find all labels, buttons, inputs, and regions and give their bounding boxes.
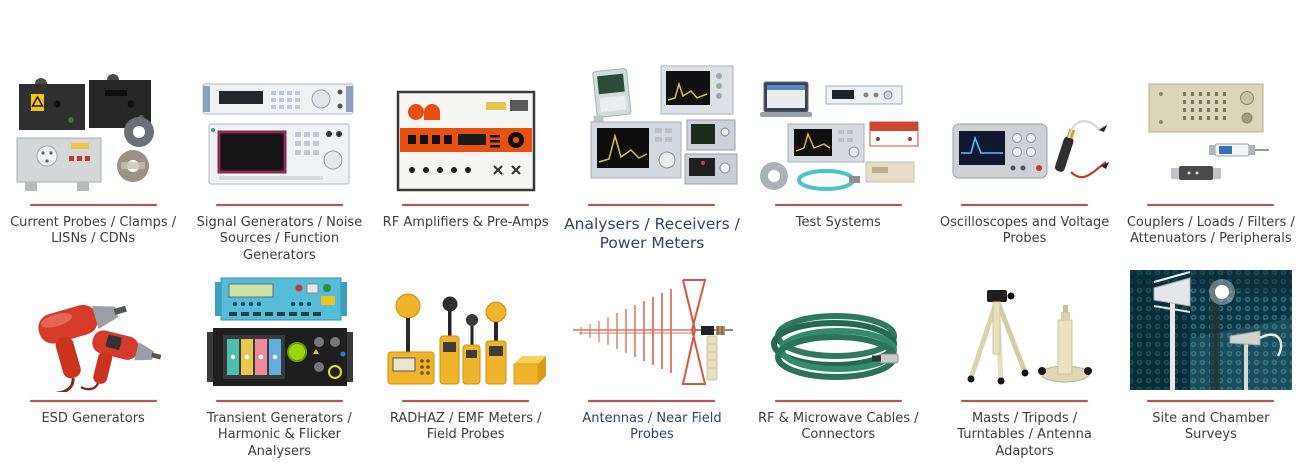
category-underline: [1147, 400, 1275, 402]
current-probes-clamps-lisns-cdns-photo: [13, 60, 173, 196]
category-row-1: Current Probes / Clamps / LISNs / CDNs: [0, 60, 1304, 264]
category-underline: [961, 204, 1089, 206]
category-underline: [961, 400, 1089, 402]
category-tile-site-surveys[interactable]: Site and Chamber Surveys: [1118, 266, 1304, 460]
category-tile-esd-generators[interactable]: ESD Generators: [0, 266, 186, 460]
category-tile-signal-generators[interactable]: Signal Generators / Noise Sources / Func…: [186, 60, 372, 264]
oscilloscope-voltage-probes-photo: [941, 60, 1109, 196]
category-label: Test Systems: [795, 215, 881, 230]
category-underline: [774, 400, 902, 402]
category-underline: [588, 204, 716, 206]
category-label: Current Probes / Clamps / LISNs / CDNs: [10, 215, 177, 247]
category-label: RADHAZ / EMF Meters / Field Probes: [389, 411, 542, 443]
category-label: Site and Chamber Surveys: [1152, 411, 1270, 443]
category-underline: [215, 400, 343, 402]
category-label: Couplers / Loads / Filters / Attenuators…: [1126, 215, 1295, 247]
site-chamber-surveys-photo: [1126, 266, 1296, 392]
couplers-loads-filters-photo: [1127, 60, 1295, 196]
category-label: Oscilloscopes and Voltage Probes: [939, 215, 1110, 247]
category-label: Antennas / Near Field Probes: [582, 411, 722, 443]
category-tile-transient-generators[interactable]: Transient Generators / Harmonic & Flicke…: [186, 266, 372, 460]
category-tile-current-probes[interactable]: Current Probes / Clamps / LISNs / CDNs: [0, 60, 186, 264]
category-tile-antennas[interactable]: Antennas / Near Field Probes: [559, 266, 745, 460]
category-tile-rf-cables[interactable]: RF & Microwave Cables / Connectors: [745, 266, 931, 460]
signal-generators-photo: [195, 60, 363, 196]
category-label: Transient Generators / Harmonic & Flicke…: [207, 411, 352, 459]
category-underline: [215, 204, 343, 206]
category-underline: [588, 400, 716, 402]
rf-microwave-cables-photo: [754, 266, 922, 392]
category-tile-radhaz[interactable]: RADHAZ / EMF Meters / Field Probes: [373, 266, 559, 460]
esd-generators-photo: [13, 266, 173, 392]
category-row-2: ESD Generators: [0, 266, 1304, 460]
masts-tripods-turntables-photo: [941, 266, 1109, 392]
category-underline: [774, 204, 902, 206]
category-label: RF Amplifiers & Pre-Amps: [382, 215, 549, 230]
category-tile-analysers[interactable]: Analysers / Receivers / Power Meters: [559, 60, 745, 264]
antennas-near-field-probes-photo: [565, 266, 739, 392]
category-tile-couplers[interactable]: Couplers / Loads / Filters / Attenuators…: [1118, 60, 1304, 264]
category-underline: [29, 204, 157, 206]
category-label: ESD Generators: [41, 411, 145, 426]
transient-generators-photo: [195, 266, 363, 392]
category-label: RF & Microwave Cables / Connectors: [758, 411, 919, 443]
category-tile-oscilloscopes[interactable]: Oscilloscopes and Voltage Probes: [931, 60, 1117, 264]
category-tile-masts-tripods[interactable]: Masts / Tripods / Turntables / Antenna A…: [931, 266, 1117, 460]
category-underline: [402, 204, 530, 206]
category-underline: [29, 400, 157, 402]
category-tile-test-systems[interactable]: Test Systems: [745, 60, 931, 264]
analysers-receivers-power-meters-photo: [565, 60, 739, 196]
category-underline: [1147, 204, 1275, 206]
radhaz-emf-meters-photo: [382, 266, 550, 392]
category-tile-rf-amplifiers[interactable]: RF Amplifiers & Pre-Amps: [373, 60, 559, 264]
rf-amplifier-photo: [382, 60, 550, 196]
category-label: Masts / Tripods / Turntables / Antenna A…: [957, 411, 1092, 459]
category-label: Signal Generators / Noise Sources / Func…: [196, 215, 363, 263]
category-underline: [402, 400, 530, 402]
category-label: Analysers / Receivers / Power Meters: [564, 215, 740, 253]
test-systems-photo: [754, 60, 922, 196]
